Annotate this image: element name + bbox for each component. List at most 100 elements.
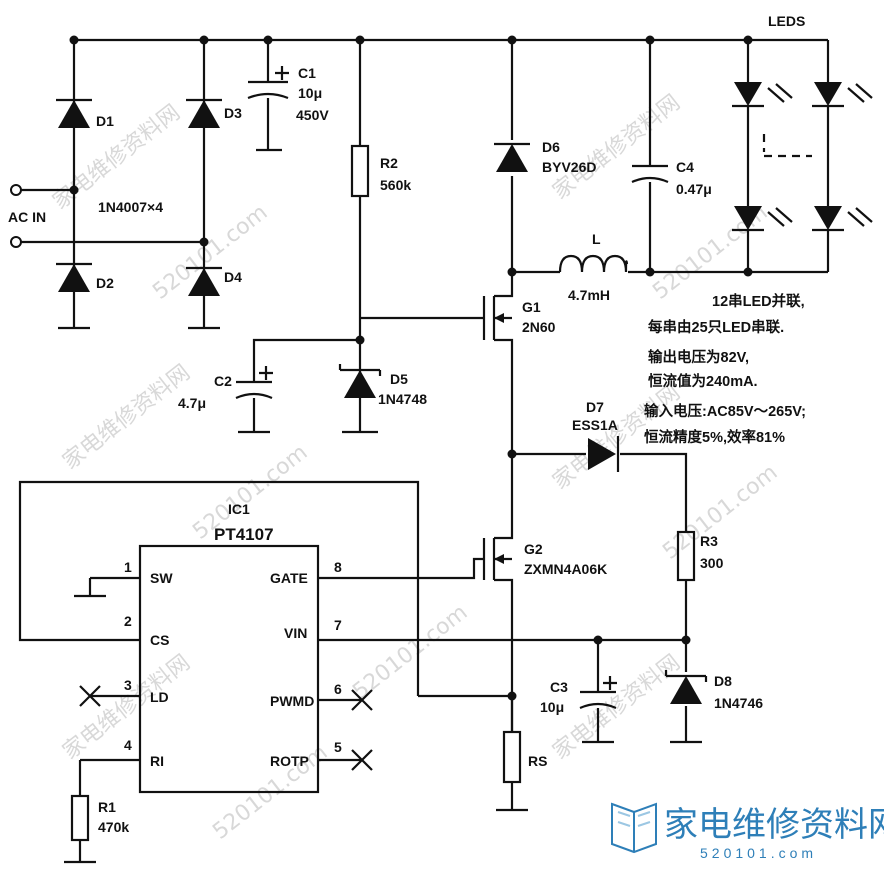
label-d3: D3	[224, 105, 242, 121]
label-c1: C1	[298, 65, 316, 81]
label-d8: D8	[714, 673, 732, 689]
inductor-l	[558, 254, 629, 273]
led	[732, 206, 793, 232]
diode-d4	[186, 266, 222, 296]
led	[812, 206, 873, 232]
led	[812, 82, 873, 108]
label-l-val: 4.7mH	[568, 287, 610, 303]
mosfet-g1-arrow	[494, 313, 504, 323]
ic-pin-labels: 1 2 3 4 8 7 6 5 SW CS LD RI GATE VIN PWM…	[124, 559, 342, 769]
spec-notes: 12串LED并联, 每串由25只LED串联. 输出电压为82V, 恒流值为240…	[644, 292, 806, 446]
label-d7-part: ESS1A	[572, 417, 618, 433]
book-icon	[611, 802, 657, 854]
label-d7: D7	[586, 399, 604, 415]
component-labels: D1 D3 D2 D4 1N4007×4 AC IN C1 10μ 450V R…	[8, 13, 805, 835]
mosfet-g2-arrow	[494, 554, 504, 564]
note-line: 输入电压:AC85V～265V;	[644, 402, 806, 420]
label-leds: LEDS	[768, 13, 805, 29]
label-l: L	[592, 231, 601, 247]
junction-dots	[69, 35, 753, 701]
pin-name-cs: CS	[150, 632, 169, 648]
logo-text: 家电维修资料网	[664, 805, 884, 845]
label-g2: G2	[524, 541, 543, 557]
capacitor-c4	[631, 164, 669, 184]
label-rectifier-note: 1N4007×4	[98, 199, 163, 215]
pin-number: 6	[334, 681, 342, 697]
capacitor-c2	[235, 366, 273, 400]
pin-name-ld: LD	[150, 689, 169, 705]
wires	[18, 38, 830, 864]
label-ic: IC1	[228, 501, 250, 517]
note-line: 恒流精度5%,效率81%	[644, 428, 785, 446]
led-array	[732, 82, 873, 232]
watermark-text: 家电维修资料网	[548, 90, 685, 205]
pin-number: 4	[124, 737, 132, 753]
label-d8-part: 1N4746	[714, 695, 763, 711]
label-c2-val: 4.7μ	[178, 395, 206, 411]
site-logo: 家电维修资料网 520101.com	[611, 802, 884, 861]
resistor-r3	[676, 530, 696, 582]
note-line: 输出电压为82V,	[648, 348, 749, 366]
capacitor-c1	[247, 66, 289, 100]
resistor-r1	[70, 794, 90, 842]
label-r3: R3	[700, 533, 718, 549]
nc-cross	[79, 685, 101, 707]
diode-d7	[588, 436, 620, 472]
label-g2-part: ZXMN4A06K	[524, 561, 607, 577]
label-r1: R1	[98, 799, 116, 815]
label-g1: G1	[522, 299, 541, 315]
label-r3-val: 300	[700, 555, 724, 571]
label-r2: R2	[380, 155, 398, 171]
diode-d2	[56, 262, 92, 292]
label-d2: D2	[96, 275, 114, 291]
ac-input-terminals	[10, 184, 22, 248]
pin-name-pwmd: PWMD	[270, 693, 314, 709]
label-d5: D5	[390, 371, 408, 387]
pin-number: 8	[334, 559, 342, 575]
label-d4: D4	[224, 269, 242, 285]
label-c3-val: 10μ	[540, 699, 564, 715]
nc-cross	[351, 689, 373, 711]
ic-pt4107	[138, 544, 320, 794]
note-line: 恒流值为240mA.	[648, 372, 758, 390]
label-c2: C2	[214, 373, 232, 389]
label-r2-val: 560k	[380, 177, 411, 193]
watermark-text: 家电维修资料网	[58, 360, 195, 475]
resistor-r2	[350, 144, 370, 198]
label-r1-val: 470k	[98, 819, 129, 835]
pin-name-ri: RI	[150, 753, 164, 769]
zener-d8	[664, 670, 708, 704]
nc-cross	[351, 749, 373, 771]
diode-d6	[494, 142, 530, 172]
label-d6-part: BYV26D	[542, 159, 596, 175]
label-d6: D6	[542, 139, 560, 155]
pin-name-vin: VIN	[284, 625, 307, 641]
label-c1-volt: 450V	[296, 107, 329, 123]
label-c4-val: 0.47μ	[676, 181, 712, 197]
note-line: 每串由25只LED串联.	[648, 318, 784, 336]
label-c1-cap: 10μ	[298, 85, 322, 101]
label-rs: RS	[528, 753, 547, 769]
label-ac-in: AC IN	[8, 209, 46, 225]
pin-number: 3	[124, 677, 132, 693]
pin-number: 2	[124, 613, 132, 629]
logo-url: 520101.com	[700, 845, 817, 861]
led	[732, 82, 793, 108]
label-g1-part: 2N60	[522, 319, 556, 335]
resistor-rs	[502, 730, 522, 784]
pin-name-sw: SW	[150, 570, 173, 586]
label-d5-part: 1N4748	[378, 391, 427, 407]
note-line: 12串LED并联,	[712, 292, 805, 310]
pin-name-gate: GATE	[270, 570, 308, 586]
label-ic-part: PT4107	[214, 525, 274, 544]
diode-d1	[56, 98, 92, 128]
pin-name-rotp: ROTP	[270, 753, 309, 769]
watermark-text: 家电维修资料网	[548, 650, 685, 765]
label-d1: D1	[96, 113, 114, 129]
watermark-text: 520101.com	[348, 600, 472, 705]
capacitor-c3	[579, 676, 617, 710]
label-c4: C4	[676, 159, 694, 175]
pin-number: 1	[124, 559, 132, 575]
zener-d5	[338, 364, 382, 398]
